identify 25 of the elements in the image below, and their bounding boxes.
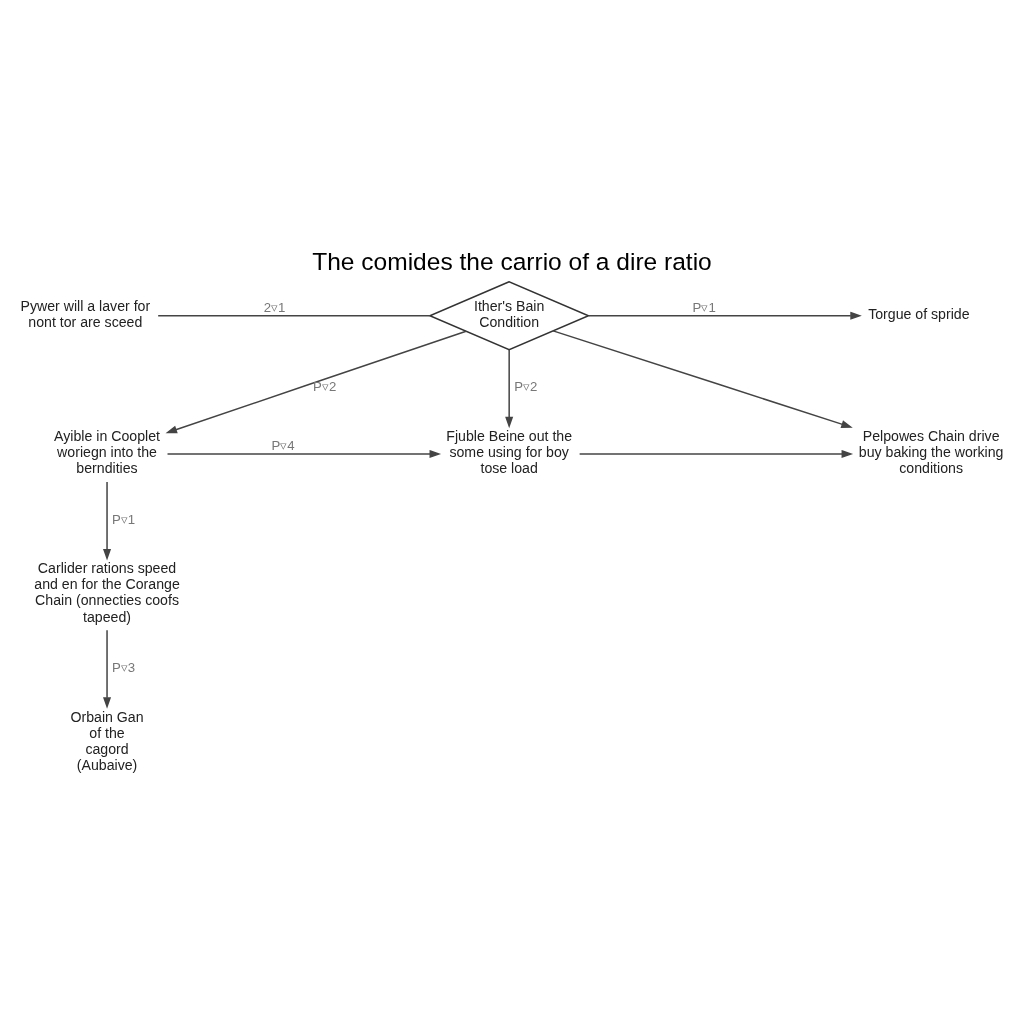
node-text: Ayible in Cooplet woriegn into the berndities <box>54 427 160 476</box>
edge-label: P▿2 <box>514 378 538 394</box>
arrow <box>166 449 442 458</box>
arrow <box>165 329 467 433</box>
arrow <box>505 348 514 428</box>
node-text: Torgue of spride <box>868 305 970 322</box>
edge-label: 2▿1 <box>263 299 286 315</box>
diagram-title: The comides the carrio of a dire ratio <box>312 247 712 275</box>
edge-label: P▿1 <box>112 511 136 527</box>
arrow <box>103 628 112 709</box>
edge-label: P▿2 <box>313 378 337 394</box>
node-text: Pywer will a laver for nont tor are sceed <box>20 297 151 330</box>
node-text: Pelpowes Chain drive buy baking the working conditions <box>858 427 1004 476</box>
arrow <box>588 311 862 320</box>
edge-label: P▿4 <box>271 437 295 453</box>
node-text: Orbain Gan of the cagord (Aubaive) <box>70 708 144 773</box>
node-diamond: Ither's Bain Condition <box>427 280 591 350</box>
arrow <box>103 480 112 560</box>
connector <box>157 314 431 316</box>
edge-label: P▿1 <box>692 299 716 315</box>
arrow <box>578 449 854 458</box>
node-text: Carlider rations speed and en for the Corange Chain (onnecties coofs tapeed) <box>34 559 180 625</box>
edge-label: P▿3 <box>112 659 136 675</box>
arrow <box>552 329 853 428</box>
node-text: Fjuble Beine out the some using for boy tose load <box>446 427 573 476</box>
